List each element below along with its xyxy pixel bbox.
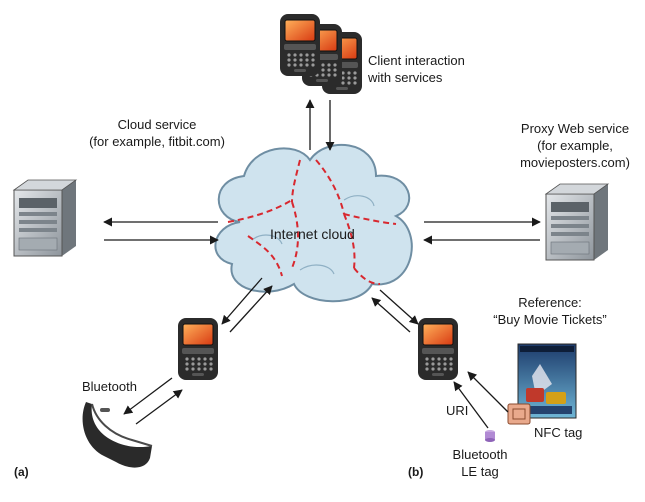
nfc-text: NFC tag [534, 425, 583, 440]
panel-a-text: (a) [14, 465, 29, 479]
reference-line1: Reference: [518, 295, 582, 310]
arrow-phone-b-to-cloud [371, 297, 411, 333]
connection-arrows [103, 99, 541, 429]
arrow-cloud-to-phone-b [379, 289, 419, 325]
proxy-service-label: Proxy Web service (for example, moviepos… [510, 120, 640, 171]
uri-label: URI [446, 402, 468, 419]
cloud-server-icon [13, 179, 77, 257]
arrow-phone-to-fitbit [123, 377, 173, 415]
bluetooth-label: Bluetooth [82, 378, 137, 395]
proxy-line3: movieposters.com) [520, 155, 630, 170]
proxy-line2: (for example, [537, 138, 613, 153]
client-phones-icon [279, 13, 363, 95]
arrow-cloud-to-phone-a [221, 277, 263, 325]
client-label-line2: with services [368, 70, 443, 85]
fitbit-band-icon [82, 402, 153, 468]
panel-b-label: (b) [408, 464, 423, 481]
phone-a-icon [177, 317, 219, 381]
panel-a-label: (a) [14, 464, 29, 481]
uri-text: URI [446, 403, 469, 418]
cloud-service-label: Cloud service (for example, fitbit.com) [72, 116, 242, 150]
arrow-ble-to-phone [453, 381, 489, 429]
internet-cloud [214, 144, 413, 303]
client-label-line1: Client interaction [368, 53, 465, 68]
reference-label: Reference: “Buy Movie Tickets” [470, 294, 630, 328]
internet-cloud-label: Internet cloud [270, 226, 355, 243]
client-interaction-label: Client interaction with services [368, 52, 465, 86]
proxy-server-icon [545, 183, 609, 261]
nfc-tag-icon [507, 403, 531, 425]
nfc-tag-label: NFC tag [534, 424, 582, 441]
arrow-fitbit-to-phone [135, 389, 183, 425]
ble-tag-icon [485, 430, 495, 442]
proxy-line1: Proxy Web service [520, 121, 630, 136]
ble-line2: LE tag [461, 464, 499, 479]
arrow-phone-a-to-cloud [229, 285, 273, 333]
ble-line1: Bluetooth [452, 447, 508, 462]
red-dashed-links [227, 159, 397, 285]
phone-b-icon [417, 317, 459, 381]
reference-line2: “Buy Movie Tickets” [493, 312, 607, 327]
panel-b-text: (b) [408, 465, 424, 479]
arrow-nfc-to-phone [467, 371, 509, 413]
bluetooth-text: Bluetooth [82, 379, 137, 394]
ble-tag-label: Bluetooth LE tag [440, 446, 520, 480]
cloud-service-line2: (for example, fitbit.com) [89, 134, 225, 149]
internet-cloud-text: Internet cloud [270, 226, 355, 242]
cloud-service-line1: Cloud service [117, 117, 197, 132]
